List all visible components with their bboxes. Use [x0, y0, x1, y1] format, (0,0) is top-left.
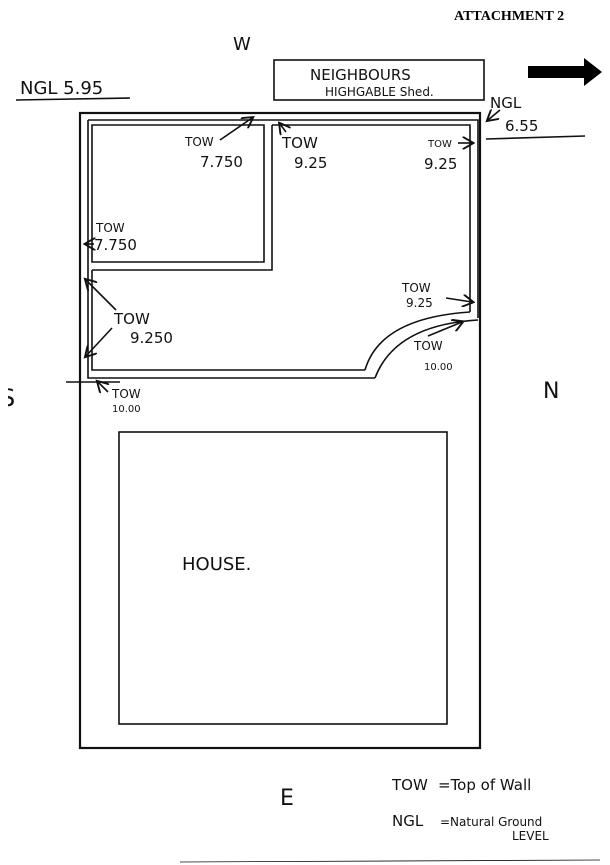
tow-f-label: TOW: [401, 281, 431, 295]
tow-d-value: 7.750: [94, 236, 137, 254]
attachment-title: ATTACHMENT 2: [454, 9, 564, 24]
neighbours-shed-line1: NEIGHBOURS: [310, 66, 411, 84]
compass-west: W: [233, 34, 251, 55]
compass-south: S: [0, 384, 15, 412]
property-boundary: [78, 111, 482, 750]
legend-ngl-def1: =Natural Ground: [440, 815, 542, 829]
legend: TOW =Top of Wall NGL =Natural Ground LEV…: [391, 776, 549, 843]
tow-f-value: 9.25: [406, 296, 433, 310]
tow-a-label: TOW: [184, 135, 214, 149]
tow-h-value: 10.00: [112, 404, 141, 415]
svg-text:S: S: [0, 384, 15, 412]
tow-b-value: 9.25: [294, 154, 327, 172]
tow-d-label: TOW: [95, 221, 125, 235]
house-label: HOUSE.: [182, 554, 251, 575]
tow-h-label: TOW: [111, 387, 141, 401]
tow-g-label: TOW: [413, 339, 443, 353]
neighbours-shed-line2: HIGHGABLE Shed.: [325, 85, 434, 99]
ngl-east-value: 6.55: [505, 117, 538, 135]
legend-tow-abbr: TOW: [391, 776, 428, 794]
tow-b-label: TOW: [281, 134, 318, 152]
tow-g-value: 10.00: [424, 362, 453, 373]
compass-north: N: [543, 379, 559, 404]
legend-tow-def: =Top of Wall: [438, 776, 531, 794]
house-footprint: [118, 431, 448, 725]
ngl-east-label: NGL: [490, 94, 522, 112]
tow-e-label: TOW: [113, 310, 150, 328]
compass-east: E: [280, 786, 294, 811]
tow-e-value: 9.250: [130, 329, 173, 347]
retaining-wall-inner: [91, 124, 265, 263]
direction-arrow-icon: [528, 58, 602, 86]
legend-ngl-def2: LEVEL: [512, 829, 549, 843]
ngl-west-label: NGL 5.95: [20, 78, 103, 99]
legend-ngl-abbr: NGL: [392, 812, 424, 830]
tow-c-value: 9.25: [424, 155, 457, 173]
retaining-wall-outer: [88, 119, 479, 318]
tow-a-value: 7.750: [200, 153, 243, 171]
tow-c-label: TOW: [427, 139, 452, 150]
neighbours-shed-box: [273, 59, 485, 101]
